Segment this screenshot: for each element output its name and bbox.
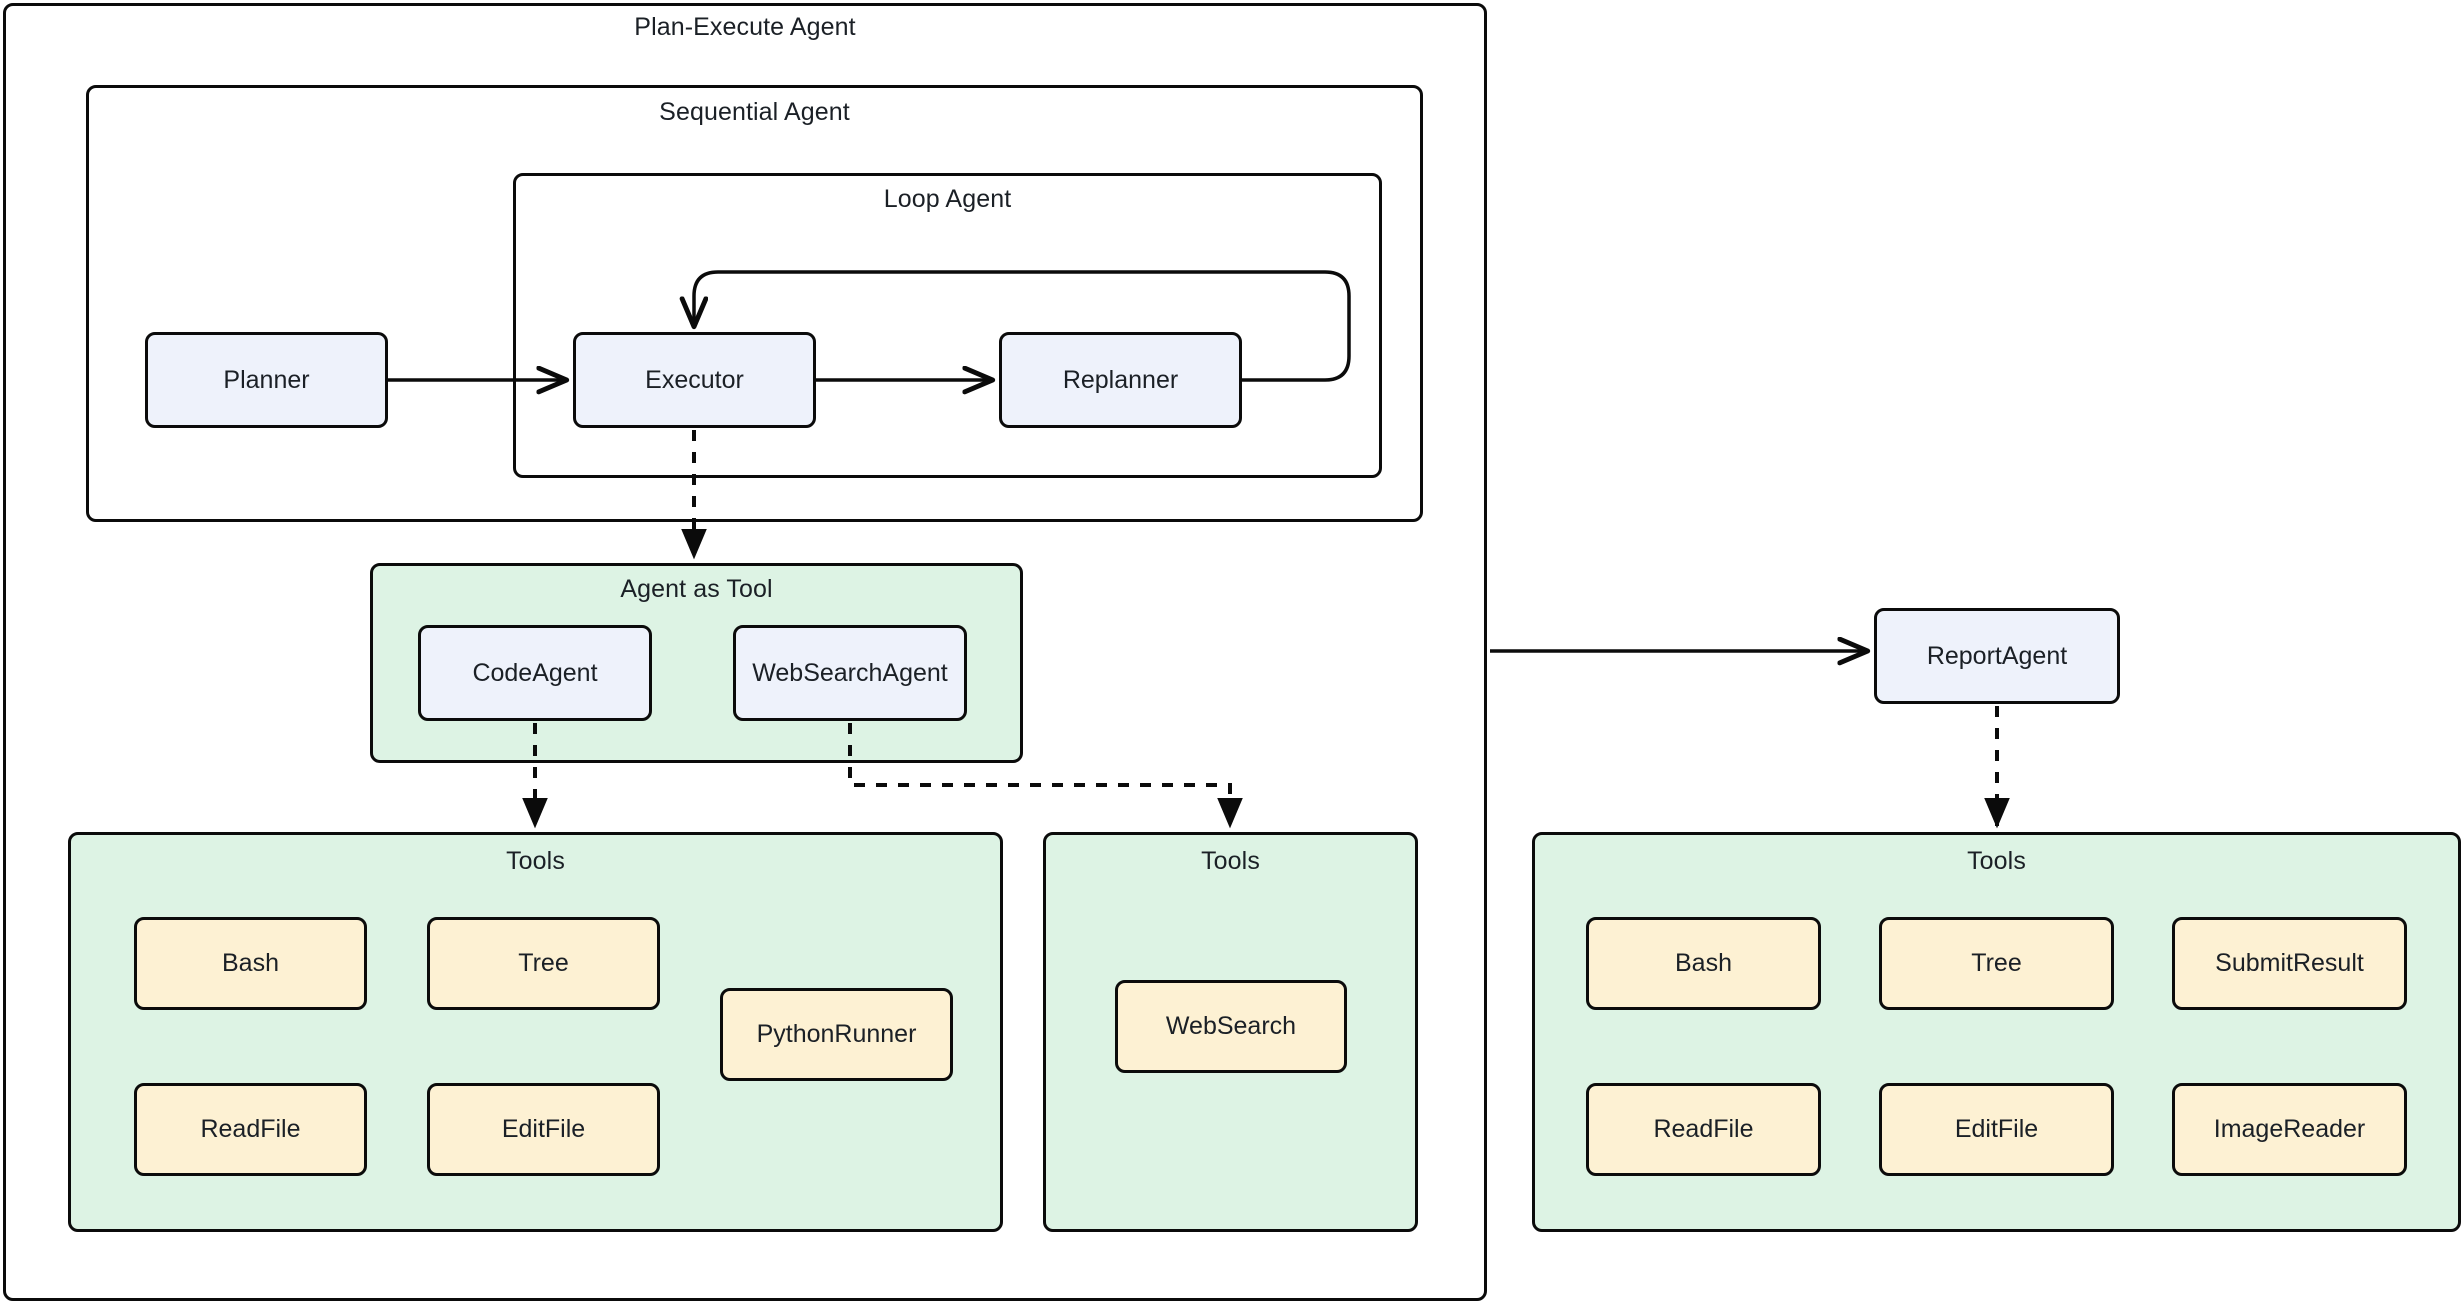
- tool-readfile-report[interactable]: ReadFile: [1586, 1083, 1821, 1176]
- tool-submitresult-report[interactable]: SubmitResult: [2172, 917, 2407, 1010]
- tool-pythonrunner-code-label: PythonRunner: [756, 1020, 917, 1048]
- tool-tree-code[interactable]: Tree: [427, 917, 660, 1010]
- tool-bash-report-label: Bash: [1675, 949, 1732, 977]
- tool-tree-code-label: Tree: [518, 949, 569, 977]
- group-tools-code-title: Tools: [506, 847, 565, 875]
- node-planner[interactable]: Planner: [145, 332, 388, 428]
- tool-readfile-report-label: ReadFile: [1653, 1115, 1754, 1143]
- node-web-search-agent-label: WebSearchAgent: [752, 658, 948, 687]
- tool-editfile-report-label: EditFile: [1954, 1115, 2039, 1143]
- tool-editfile-code[interactable]: EditFile: [427, 1083, 660, 1176]
- node-executor-label: Executor: [645, 365, 744, 394]
- tool-imagereader-report-label: ImageReader: [2213, 1115, 2366, 1143]
- tool-editfile-report[interactable]: EditFile: [1879, 1083, 2114, 1176]
- node-report-agent[interactable]: ReportAgent: [1874, 608, 2120, 704]
- node-report-agent-label: ReportAgent: [1926, 641, 2068, 670]
- group-plan-execute-agent-title: Plan-Execute Agent: [634, 13, 856, 41]
- group-loop-agent-title: Loop Agent: [883, 185, 1012, 213]
- tool-readfile-code-label: ReadFile: [200, 1115, 301, 1143]
- tool-tree-report[interactable]: Tree: [1879, 917, 2114, 1010]
- group-agent-as-tool-title: Agent as Tool: [620, 575, 773, 603]
- group-sequential-agent-title: Sequential Agent: [659, 98, 850, 126]
- tool-websearch[interactable]: WebSearch: [1115, 980, 1347, 1073]
- tool-pythonrunner-code[interactable]: PythonRunner: [720, 988, 953, 1081]
- tool-editfile-code-label: EditFile: [501, 1115, 586, 1143]
- node-code-agent[interactable]: CodeAgent: [418, 625, 652, 721]
- node-web-search-agent[interactable]: WebSearchAgent: [733, 625, 967, 721]
- node-executor[interactable]: Executor: [573, 332, 816, 428]
- tool-bash-code[interactable]: Bash: [134, 917, 367, 1010]
- group-loop-agent: [513, 173, 1382, 478]
- tool-readfile-code[interactable]: ReadFile: [134, 1083, 367, 1176]
- node-code-agent-label: CodeAgent: [472, 658, 598, 687]
- tool-bash-code-label: Bash: [222, 949, 279, 977]
- tool-tree-report-label: Tree: [1971, 949, 2022, 977]
- node-replanner-label: Replanner: [1062, 365, 1179, 394]
- tool-bash-report[interactable]: Bash: [1586, 917, 1821, 1010]
- node-planner-label: Planner: [223, 365, 310, 394]
- group-tools-websearch-title: Tools: [1201, 847, 1260, 875]
- tool-websearch-label: WebSearch: [1165, 1012, 1297, 1040]
- tool-submitresult-report-label: SubmitResult: [2215, 949, 2364, 977]
- node-replanner[interactable]: Replanner: [999, 332, 1242, 428]
- group-tools-report-title: Tools: [1967, 847, 2026, 875]
- tool-imagereader-report[interactable]: ImageReader: [2172, 1083, 2407, 1176]
